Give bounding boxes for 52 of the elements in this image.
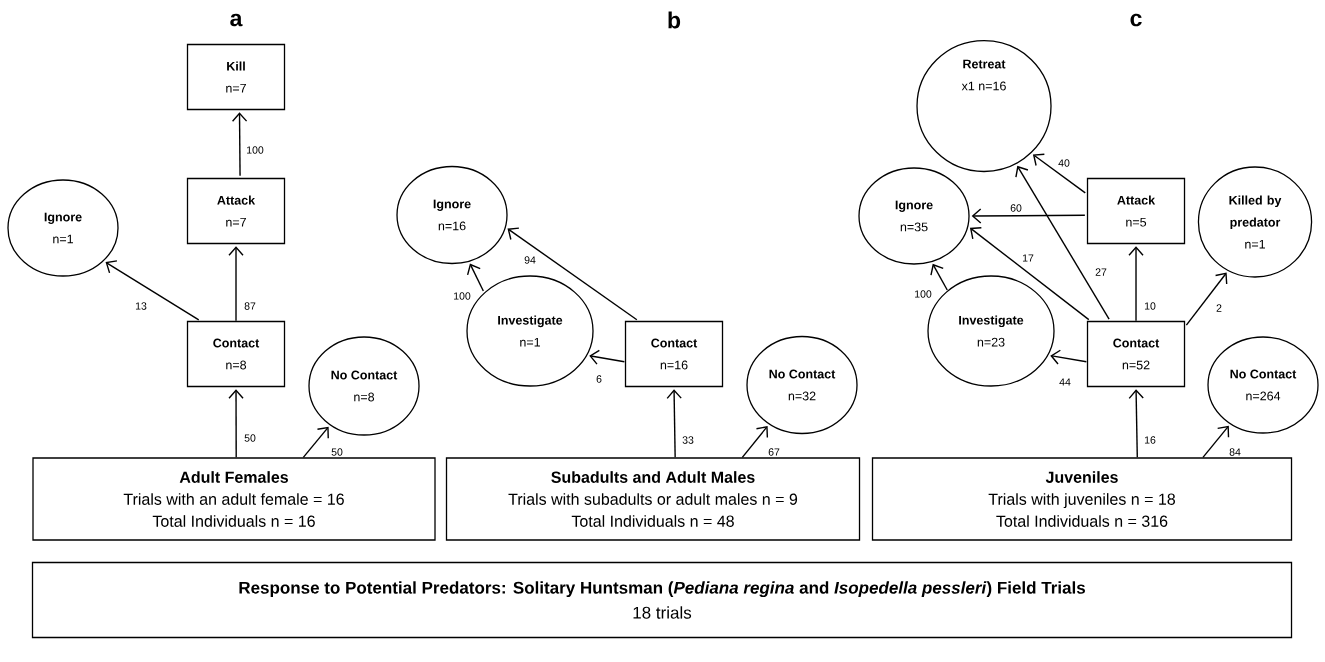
edge-label: 50 [244,434,256,442]
title-box: Response to Potential Predators: Solitary Huntsman (Pediana regina and Isopedella pessleri) Field Trials 18 trials [31,561,1293,639]
edge-label: 33 [682,436,694,444]
arrow [930,263,948,291]
arrow [741,426,769,459]
arrow [228,389,244,459]
edge-label: 10 [1144,302,1156,310]
state-box: Contact n=52 [1086,320,1186,388]
arrow [1185,272,1228,326]
arrow [1032,153,1086,194]
arrow [105,260,200,321]
edge-label: 100 [247,146,264,154]
group-box: Juveniles Trials with juveniles n = 18 Total Individuals n = 316 [871,457,1293,541]
edge-label: 17 [1022,254,1034,262]
edge-label: 27 [1095,268,1107,276]
arrow [969,227,1090,321]
state-box: Attack n=7 [186,177,286,245]
edge-label: 94 [524,256,536,264]
arrow [231,112,248,177]
edge-label: 6 [596,375,602,383]
arrow [507,227,638,321]
edge-label: 13 [135,302,147,310]
edge-label: 100 [454,292,471,300]
edge-label: 67 [768,448,780,456]
edge-label: 2 [1216,304,1222,312]
edge-label: 60 [1010,204,1022,212]
arrow [1015,165,1110,320]
state-box: Contact n=8 [186,320,286,388]
arrow [466,263,485,292]
panel-letter: b [668,11,681,29]
arrow [589,349,626,365]
group-box: Subadults and Adult Males Trials with subadults or adult males n = 9 Total Individuals n = 48 [445,457,861,541]
edge-label: 44 [1059,378,1071,386]
edge-label: 16 [1144,436,1156,444]
group-box: Adult Females Trials with an adult female = 16 Total Individuals n = 16 [32,457,436,541]
edge-label: 50 [331,448,343,456]
edge-label: 87 [244,302,256,310]
panel-letter: c [1130,13,1142,27]
arrow [302,426,329,459]
edge-label: 100 [915,290,932,298]
edge-label: 40 [1058,159,1070,167]
state-box: Kill n=7 [186,43,286,111]
arrow [971,208,1086,224]
state-box: Contact n=16 [624,320,724,388]
arrow [228,246,244,322]
edge-label: 84 [1229,448,1241,456]
arrow [1128,389,1144,459]
state-box: Attack n=5 [1086,177,1186,245]
arrow [1050,349,1088,365]
arrow [666,389,682,459]
arrow [1202,425,1230,459]
arrow [1128,246,1144,322]
